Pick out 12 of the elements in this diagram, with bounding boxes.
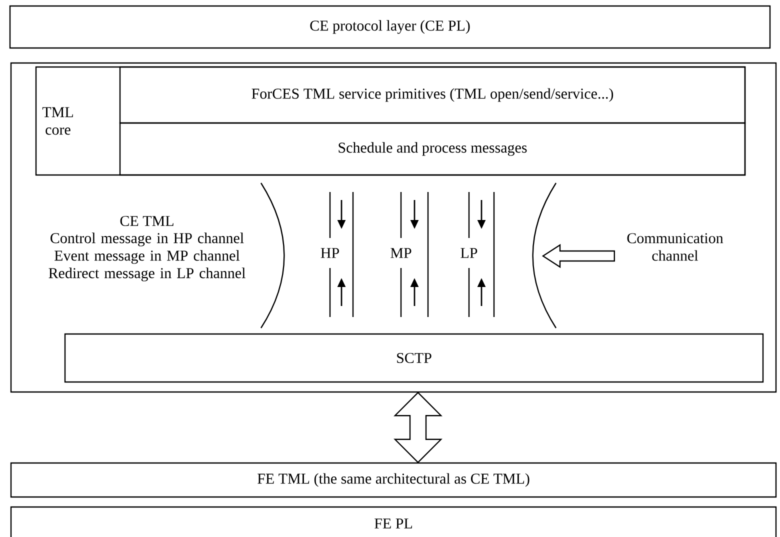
hollow-arrow [542,244,615,268]
layer-box: FE PL [10,506,777,537]
text-label: Communication channel [627,233,724,261]
layer-box: FE TML (the same architectural as CE TML) [10,462,777,498]
protocol-box: SCTP [64,333,764,383]
channel-label: MP [389,247,413,259]
process-box: ForCES TML service primitives (TML open/send/service...) [119,66,746,124]
double-arrow [394,392,442,464]
channel-label: LP [459,247,479,259]
channel-label: HP [319,247,341,259]
process-box: Schedule and process messages [119,122,746,176]
layer-box: CE protocol layer (CE PL) [9,5,771,49]
